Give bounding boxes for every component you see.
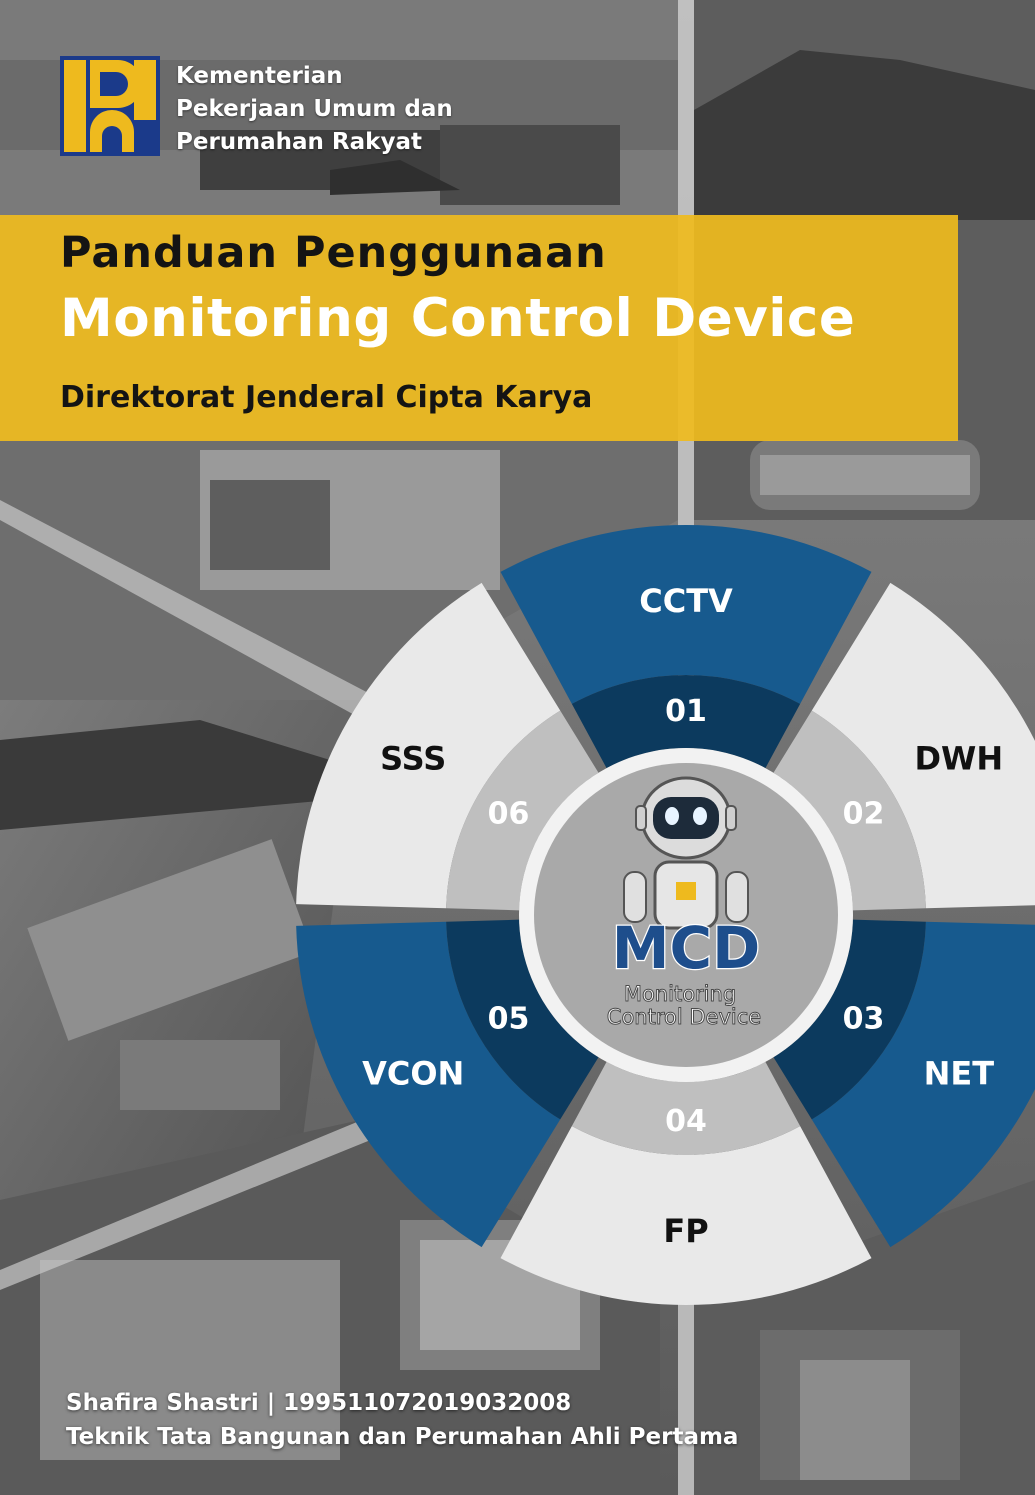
center-caption-line-1: Monitoring — [624, 982, 736, 1006]
segment-outer-band — [296, 921, 561, 1248]
segment-outer-band — [811, 921, 1035, 1248]
ministry-line-3: Perumahan Rakyat — [176, 129, 422, 155]
segment-label: SSS — [380, 740, 446, 778]
wheel-segment-fp: FP 04 — [500, 1061, 872, 1306]
wheel-segment-vcon: VCON 05 — [296, 919, 599, 1248]
ministry-line-1: Kementerian — [176, 63, 343, 89]
segment-number: 05 — [488, 1002, 530, 1037]
segment-number: 04 — [665, 1104, 707, 1139]
segment-inner-band — [773, 710, 926, 911]
segment-number: 03 — [843, 1002, 885, 1037]
ministry-logo — [60, 56, 160, 156]
segment-inner-band — [446, 919, 599, 1120]
segment-outer-band — [500, 1126, 872, 1306]
subtitle: Direktorat Jenderal Cipta Karya — [60, 380, 593, 415]
segment-label: CCTV — [639, 582, 733, 620]
segment-inner-band — [446, 710, 599, 911]
author-block: Shafira Shastri | 199511072019032008 Tek… — [66, 1386, 738, 1454]
mcd-logo-text: MCD — [612, 914, 760, 982]
segment-number: 06 — [488, 797, 530, 832]
wheel-segment-sss: SSS 06 — [296, 582, 599, 911]
segment-number: 01 — [665, 694, 707, 729]
center-caption-line-2: Control Device — [607, 1005, 761, 1029]
segment-label: VCON — [362, 1055, 464, 1093]
segment-number: 02 — [843, 797, 885, 832]
segment-inner-band — [571, 1061, 801, 1155]
segment-label: NET — [924, 1055, 995, 1093]
wheel-segment-dwh: DWH 02 — [773, 582, 1035, 911]
ministry-line-2: Pekerjaan Umum dan — [176, 96, 453, 122]
segment-inner-band — [773, 919, 926, 1120]
ministry-name: Kementerian Pekerjaan Umum dan Perumahan… — [176, 60, 453, 159]
segment-label: DWH — [914, 740, 1003, 778]
author-position: Teknik Tata Bangunan dan Perumahan Ahli … — [66, 1424, 739, 1450]
title-line-2: Monitoring Control Device — [60, 288, 856, 349]
wheel-segment-net: NET 03 — [773, 919, 1035, 1248]
segment-inner-band — [571, 675, 801, 769]
wheel-segment-cctv: CCTV 01 — [500, 525, 872, 769]
author-name-id: Shafira Shastri | 199511072019032008 — [66, 1390, 572, 1416]
segment-label: FP — [663, 1212, 708, 1250]
segment-outer-band — [500, 525, 872, 704]
segment-outer-band — [811, 582, 1035, 909]
robot-mascot-icon — [623, 776, 749, 930]
title-line-1: Panduan Penggunaan — [60, 228, 607, 278]
title-banner — [0, 215, 958, 441]
segment-outer-band — [296, 582, 561, 909]
